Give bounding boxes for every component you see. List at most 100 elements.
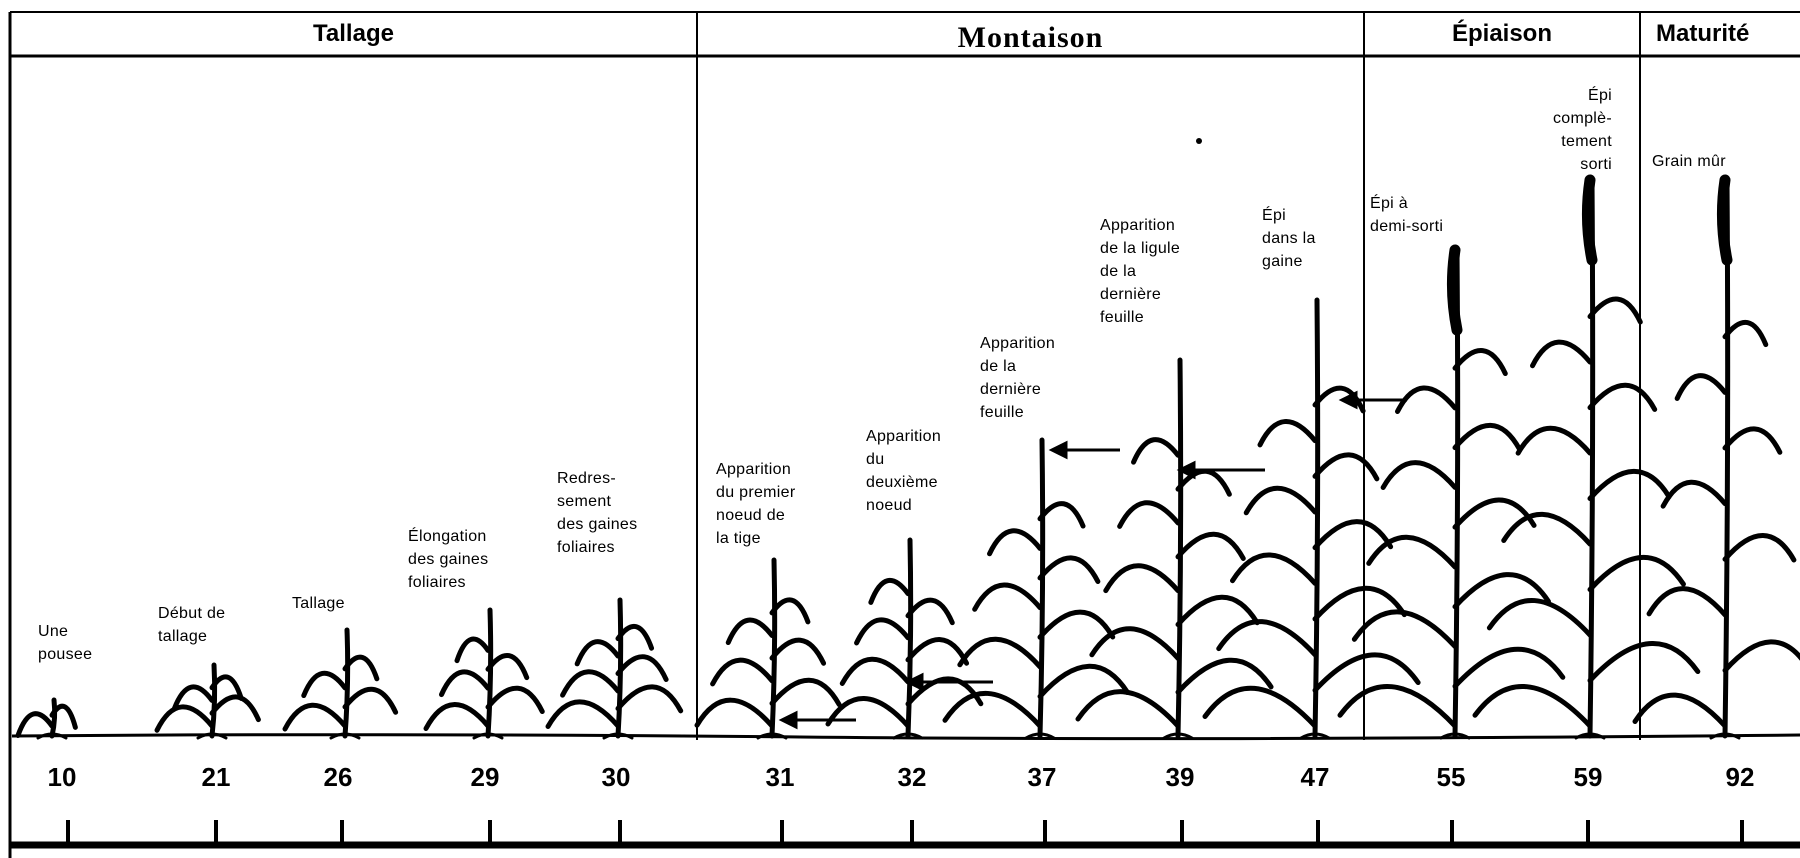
plant-stem-32 [905,537,914,739]
plant-leaf-47-4 [1312,585,1407,622]
plant-leaf-29-3 [439,669,491,698]
plant-leaf-32-4 [905,637,970,666]
plant-leaf-10-2 [49,703,78,730]
plant-leaf-29-5 [454,636,491,664]
plant-leaf-47-8 [1312,452,1380,482]
plant-roots-29 [472,732,504,740]
plant-leaf-37-2 [1037,663,1131,699]
stage-label-47: Épi dans la gaine [1262,207,1316,270]
plant-leaf-39-7 [1117,500,1181,529]
plant-leaf-31-4 [769,637,827,666]
plant-ear-92 [1716,174,1733,266]
plant-leaf-39-6 [1175,531,1246,561]
plant-leaf-39-8 [1175,468,1232,497]
plant-roots-55 [1439,732,1471,740]
plant-leaf-37-8 [1037,501,1086,529]
plant-leaf-92-3 [1646,586,1728,618]
plant-leaf-92-8 [1722,319,1769,348]
plant-leaf-47-7 [1243,485,1318,516]
plant-leaf-29-2 [485,685,545,715]
stage-label-31: Apparition du premier noeud de la tige [716,461,796,547]
plant-leaf-26-1 [282,702,348,732]
plant-leaf-55-8 [1452,422,1523,452]
plant-leaf-92-1 [1632,692,1728,729]
stage-label-29: Élongation des gaines foliaires [408,528,489,591]
plant-leaf-59-3 [1486,598,1593,638]
plant-leaf-37-6 [1037,555,1101,585]
plant-leaf-47-5 [1230,552,1318,586]
plant-leaf-29-4 [485,653,530,681]
plant-stem-31 [769,557,778,739]
ground-line [11,733,1800,741]
plant-leaf-26-4 [342,654,380,682]
plant-stem-47 [1312,297,1321,739]
stage-code-29: 29 [470,762,500,792]
plant-leaf-59-7 [1515,426,1593,456]
stage-code-32: 32 [897,762,927,792]
stage-label-59: Épi complè- tement sorti [1552,87,1612,173]
stage-code-55: 55 [1436,762,1466,792]
plant-leaf-31-1 [694,697,775,729]
plant-leaf-39-2 [1175,657,1274,695]
plant-leaf-21-2 [209,694,261,723]
plant-leaf-47-2 [1312,652,1421,693]
plant-leaf-32-7 [868,577,911,605]
plant-leaf-47-3 [1216,619,1318,658]
stage-code-37: 37 [1027,762,1057,792]
plant-leaf-21-4 [209,674,244,701]
plant-leaf-30-5 [574,639,621,667]
plant-roots-30 [602,732,634,740]
phase-tallage: Tallage [313,20,394,47]
plant-leaf-47-6 [1312,519,1394,551]
stage-code-59: 59 [1573,762,1603,792]
plant-leaf-55-7 [1380,460,1458,490]
plant-leaf-39-3 [1089,626,1181,661]
plant-leaf-59-5 [1501,511,1593,547]
plant-roots-37 [1024,732,1056,740]
phase-maturite: Maturité [1656,20,1750,47]
plant-leaf-39-4 [1175,594,1260,627]
stage-code-92: 92 [1725,762,1755,792]
stage-label-10: Une pousee [38,623,93,663]
stage-label-26: Tallage [292,595,345,612]
stage-code-31: 31 [765,762,795,792]
plant-leaf-92-2 [1722,639,1800,673]
phase-montaison: Montaison [957,21,1104,54]
stage-label-21: Début de tallage [158,605,226,645]
plant-leaf-55-3 [1351,609,1458,649]
plant-leaf-47-9 [1257,419,1318,448]
plant-leaf-21-3 [171,684,215,712]
plant-leaf-37-7 [987,528,1043,557]
plant-leaf-55-1 [1337,683,1458,729]
plant-leaf-32-3 [839,656,911,686]
plant-leaf-59-4 [1587,554,1686,593]
plant-leaf-37-3 [957,636,1043,670]
stage-code-10: 10 [47,762,77,792]
plant-roots-26 [329,732,361,740]
plant-leaf-32-1 [825,696,911,729]
plant-leaf-31-3 [710,657,775,687]
plant-leaf-32-6 [905,597,955,626]
plant-leaf-21-1 [154,704,215,733]
plant-leaf-32-5 [854,617,911,646]
stage-label-37: Apparition de la dernière feuille [980,335,1056,421]
stage-label-92: Grain mûr [1652,153,1726,170]
plant-roots-31 [756,732,788,740]
plant-leaf-30-4 [615,654,669,683]
stage-code-30: 30 [601,762,631,792]
plant-leaf-37-4 [1037,609,1116,640]
plant-leaf-39-9 [1131,437,1181,465]
plant-leaf-59-2 [1587,640,1701,684]
plant-roots-59 [1574,732,1606,740]
plant-leaf-92-5 [1660,479,1728,509]
plant-leaf-47-10 [1312,385,1366,414]
plant-leaf-29-1 [423,702,491,731]
stage-label-32: Apparition du deuxième noeud [866,428,942,514]
plant-leaf-31-5 [725,617,775,646]
plants [15,174,1800,740]
plant-leaf-59-8 [1587,382,1658,412]
plant-leaf-30-1 [545,699,621,729]
stage-code-26: 26 [323,762,353,792]
